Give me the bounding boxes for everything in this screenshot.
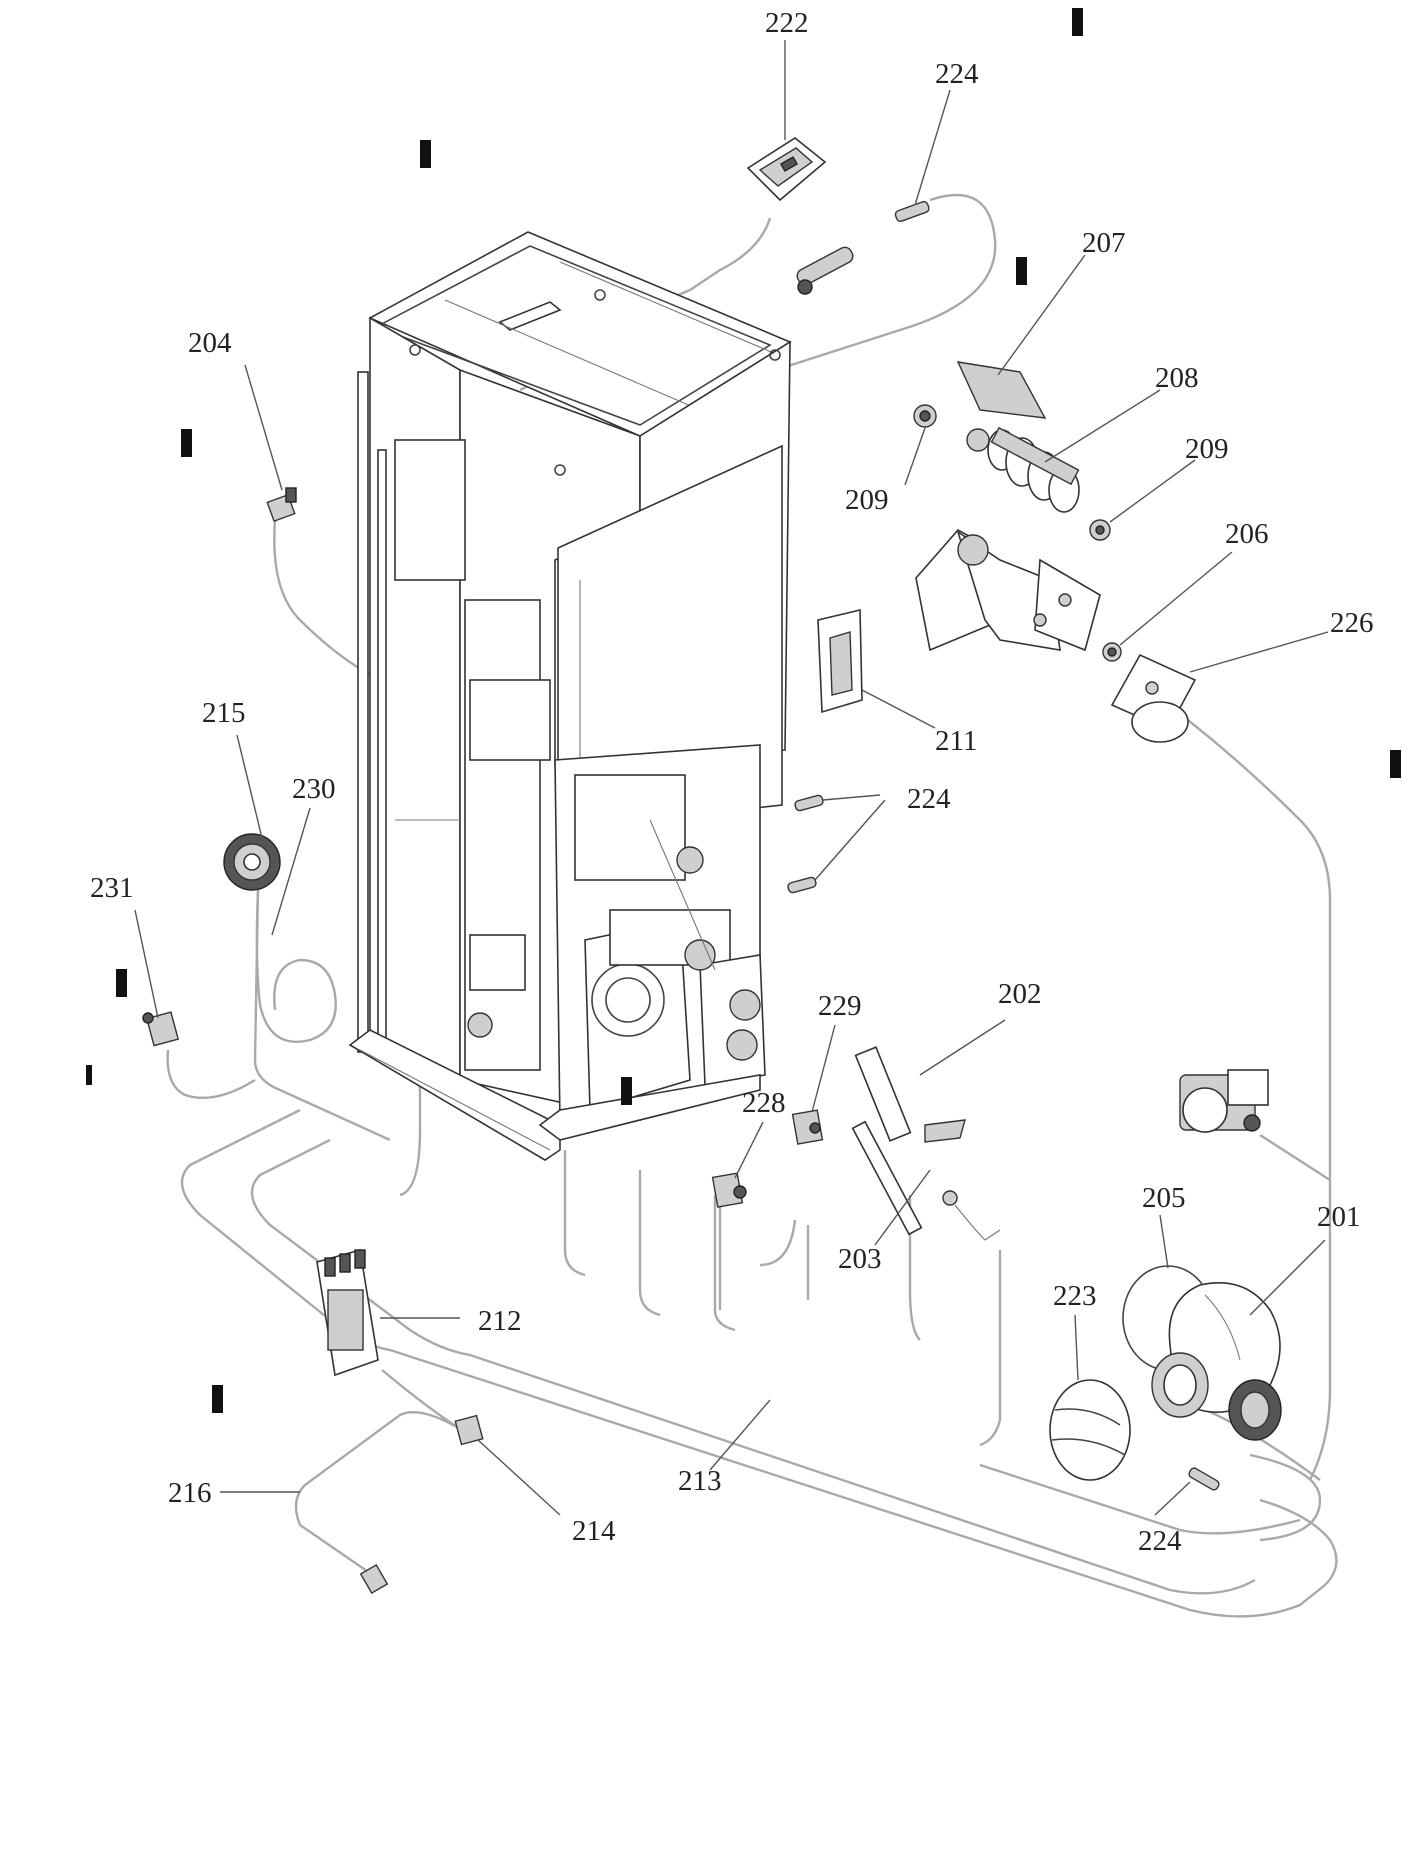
label-231: 231 — [90, 872, 134, 904]
label-223: 223 — [1053, 1280, 1097, 1312]
label-224-bottom: 224 — [1138, 1525, 1182, 1557]
label-209-left: 209 — [845, 484, 889, 516]
callout-labels: 222 224 207 204 208 209 209 206 226 211 … — [90, 7, 1374, 1557]
label-201: 201 — [1317, 1201, 1361, 1233]
part-207-bracket — [956, 361, 1047, 419]
part-231-switch — [142, 1011, 180, 1047]
label-204: 204 — [188, 327, 232, 359]
part-209-left-bushing — [913, 404, 937, 428]
part-209-right-bushing — [1089, 519, 1111, 541]
part-224-mid-probes — [787, 794, 824, 894]
label-228: 228 — [742, 1087, 786, 1119]
registration-marks — [86, 8, 1401, 1413]
label-203: 203 — [838, 1243, 882, 1275]
part-214-connector — [454, 1414, 484, 1446]
igniter-element — [796, 246, 854, 295]
part-222-control-panel — [746, 137, 827, 202]
part-202-tube — [854, 1046, 966, 1143]
auger-housing — [915, 528, 1101, 652]
label-213: 213 — [678, 1465, 722, 1497]
part-212-control-board — [316, 1248, 379, 1377]
label-229: 229 — [818, 990, 862, 1022]
label-208: 208 — [1155, 362, 1199, 394]
label-211: 211 — [935, 725, 977, 757]
part-228-component — [711, 1172, 747, 1208]
label-207: 207 — [1082, 227, 1126, 259]
part-216-power-plug — [359, 1564, 389, 1594]
part-224-bottom-probe — [1188, 1467, 1220, 1491]
label-230: 230 — [292, 773, 336, 805]
label-226: 226 — [1330, 607, 1374, 639]
part-223-filter — [1049, 1379, 1131, 1481]
label-209-right: 209 — [1185, 433, 1229, 465]
label-216: 216 — [168, 1477, 212, 1509]
part-211-gasket — [817, 608, 863, 714]
label-222: 222 — [765, 7, 809, 39]
label-206: 206 — [1225, 518, 1269, 550]
label-205: 205 — [1142, 1182, 1186, 1214]
label-212: 212 — [478, 1305, 522, 1337]
part-201-fan — [1151, 1282, 1282, 1441]
circulator-pump — [1179, 1069, 1269, 1133]
label-214: 214 — [572, 1515, 616, 1547]
part-206-ring — [1102, 642, 1122, 662]
label-224-mid: 224 — [907, 783, 951, 815]
part-204-sensor — [266, 487, 297, 523]
boiler-cabinet — [348, 231, 792, 1161]
label-224-top: 224 — [935, 58, 979, 90]
part-229-component — [791, 1109, 824, 1145]
label-202: 202 — [998, 978, 1042, 1010]
part-215-pressure-switch — [223, 833, 281, 891]
part-226-gear-motor — [1110, 653, 1197, 743]
label-215: 215 — [202, 697, 246, 729]
leader-lines — [134, 40, 1329, 1516]
part-224-top-probe — [894, 200, 930, 223]
part-208-auger — [966, 426, 1080, 513]
